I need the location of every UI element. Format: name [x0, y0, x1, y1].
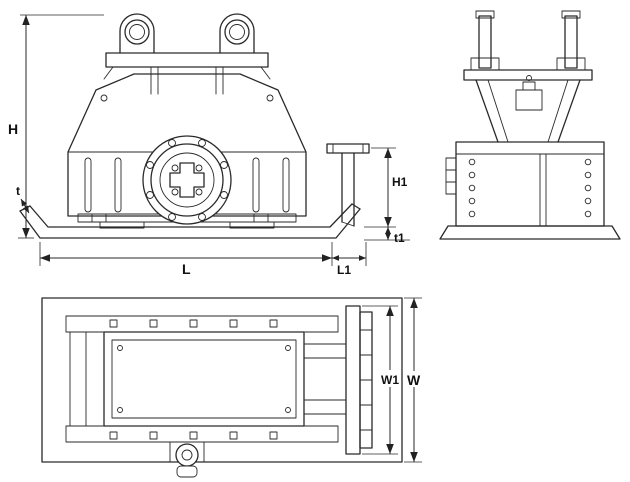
front-view [19, 13, 370, 239]
mounting-bracket [103, 13, 271, 95]
front-view-dimensions: H t L L1 H1 t1 [8, 14, 410, 277]
label-H: H [8, 121, 18, 137]
label-W1: W1 [381, 373, 399, 387]
label-H1: H1 [392, 175, 408, 189]
label-W: W [407, 372, 421, 388]
side-view [439, 10, 621, 240]
top-side-plate [303, 305, 373, 455]
label-t1: t1 [394, 231, 405, 245]
top-view-dimensions: W1 W [362, 297, 424, 463]
side-bracket [326, 143, 370, 227]
side-base-plate [439, 225, 621, 240]
spline-hub [169, 162, 205, 198]
top-base-plate [41, 297, 403, 463]
bearing-flange [142, 135, 232, 225]
pin-hole-left [124, 19, 150, 45]
label-t: t [16, 184, 20, 198]
side-bracket-posts [470, 10, 586, 71]
drive-shaft [169, 441, 205, 478]
pin-hole-right [224, 19, 250, 45]
label-L: L [182, 261, 191, 277]
side-frame [463, 69, 593, 143]
top-frame-rails [65, 315, 339, 443]
label-L1: L1 [337, 263, 351, 277]
side-body [445, 141, 605, 227]
top-view [41, 297, 403, 478]
